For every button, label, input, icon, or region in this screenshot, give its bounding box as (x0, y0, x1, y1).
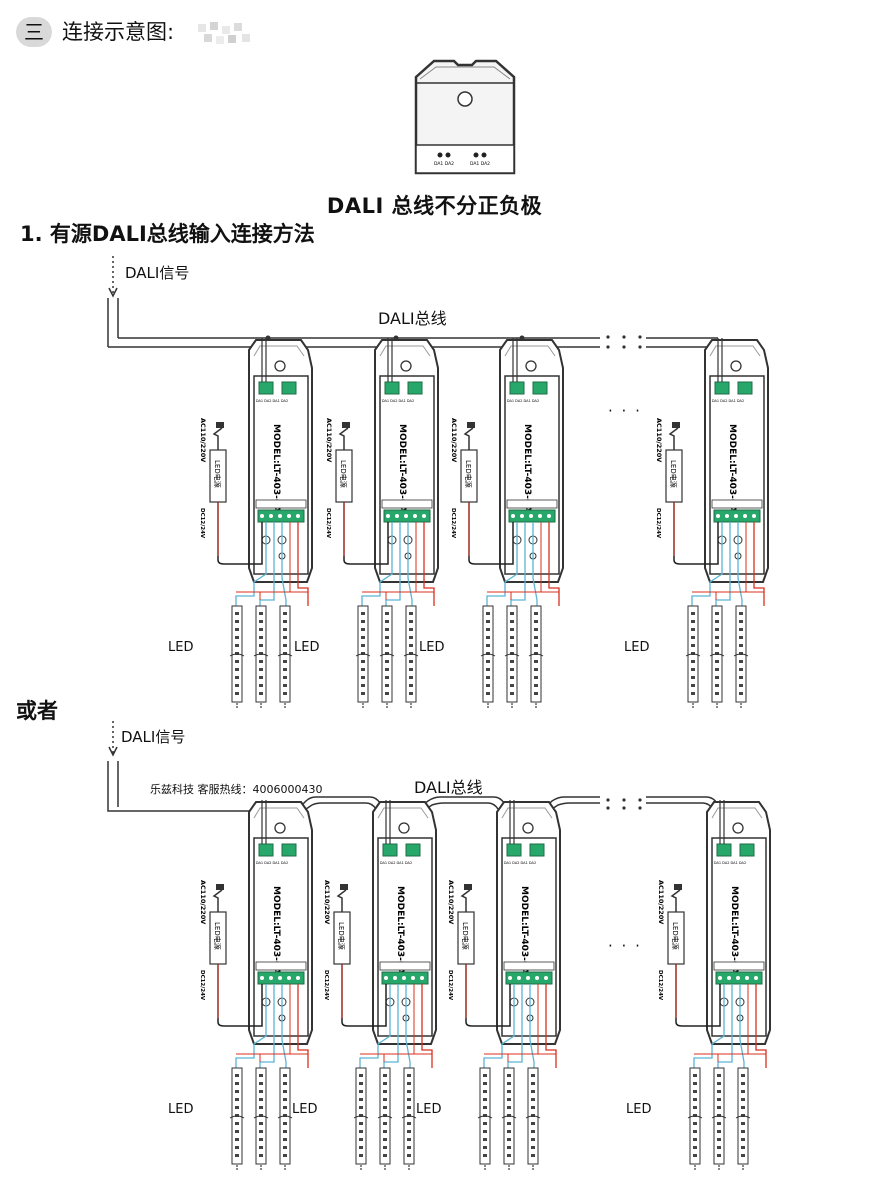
ac-input-label: AC110/220V (655, 418, 663, 462)
bus-continuation-dots-1 (606, 335, 642, 349)
svg-text:DA1 DA2: DA1 DA2 (470, 161, 490, 167)
ac-input-label: AC110/220V (199, 418, 207, 462)
section-title: 连接示意图: (62, 20, 175, 44)
bus-continuation-dots-2 (606, 798, 642, 810)
led-label: LED (294, 640, 320, 655)
module-model-label: MODEL:LT-403-6A (397, 424, 407, 512)
blurred-mosaic (196, 20, 254, 48)
svg-text:DA1 DA2: DA1 DA2 (434, 161, 454, 167)
module-model-label: MODEL:LT-403-6A (727, 424, 737, 512)
dali-module-unit: DA1 DA2 DA1 DA2 MODEL:LT-403-6A LED电源 AC… (416, 800, 594, 1170)
psu-label: LED电源 (461, 922, 470, 950)
section-number-badge: 三 (16, 17, 52, 47)
module-drawing: DA1 DA2 DA1 DA2 MODEL:LT-403-6A LED电源 AC… (447, 800, 561, 1170)
dali-module-unit: DA1 DA2 DA1 DA2 MODEL:LT-403-6A LED电源 AC… (168, 800, 346, 1170)
module-model-label: MODEL:LT-403-6A (522, 424, 532, 512)
svg-text:DA1 DA2 DA1 DA2: DA1 DA2 DA1 DA2 (382, 399, 414, 403)
module-drawing: DA1 DA2 DA1 DA2 MODEL:LT-403-6A LED电源 AC… (199, 800, 313, 1170)
led-label: LED (168, 1102, 194, 1117)
top-caption: DALI 总线不分正负极 (326, 194, 543, 218)
module-drawing: DA1 DA2 DA1 DA2 MODEL:LT-403-6A LED电源 AC… (657, 800, 771, 1170)
dali-module-unit: DA1 DA2 DA1 DA2 MODEL:LT-403-6A LED电源 AC… (624, 338, 802, 708)
svg-text:DA1 DA2 DA1 DA2: DA1 DA2 DA1 DA2 (504, 861, 536, 865)
ac-input-label: AC110/220V (325, 418, 333, 462)
ac-input-label: AC110/220V (323, 880, 331, 924)
modules-ellipsis-1: · · · (608, 402, 642, 420)
psu-label: LED电源 (464, 460, 473, 488)
module-drawing: DA1 DA2 DA1 DA2 MODEL:LT-403-6A LED电源 AC… (655, 338, 769, 708)
led-label: LED (168, 640, 194, 655)
psu-label: LED电源 (669, 460, 678, 488)
psu-label: LED电源 (337, 922, 346, 950)
dali-module-unit: DA1 DA2 DA1 DA2 MODEL:LT-403-6A LED电源 AC… (294, 338, 472, 708)
dali-module-unit: DA1 DA2 DA1 DA2 MODEL:LT-403-6A LED电源 AC… (626, 800, 804, 1170)
svg-text:DA1 DA2 DA1 DA2: DA1 DA2 DA1 DA2 (712, 399, 744, 403)
dc-output-label: DC12/24V (450, 508, 456, 539)
ac-input-label: AC110/220V (199, 880, 207, 924)
module-model-label: MODEL:LT-403-6A (729, 886, 739, 974)
modules-ellipsis-2: · · · (608, 937, 642, 955)
dc-output-label: DC12/24V (199, 508, 205, 539)
dali-module-unit: DA1 DA2 DA1 DA2 MODEL:LT-403-6A LED电源 AC… (168, 338, 346, 708)
svg-text:DA1 DA2 DA1 DA2: DA1 DA2 DA1 DA2 (256, 861, 288, 865)
module-drawing: DA1 DA2 DA1 DA2 MODEL:LT-403-6A LED电源 AC… (199, 338, 313, 708)
hotline-text: 乐兹科技 客服热线：4006000430 (150, 783, 323, 796)
dc-output-label: DC12/24V (655, 508, 661, 539)
svg-text:DA1 DA2 DA1 DA2: DA1 DA2 DA1 DA2 (380, 861, 412, 865)
section1-bus-label: DALI总线 (378, 309, 447, 328)
psu-label: LED电源 (339, 460, 348, 488)
ac-input-label: AC110/220V (450, 418, 458, 462)
psu-label: LED电源 (671, 922, 680, 950)
led-label: LED (624, 640, 650, 655)
led-label: LED (292, 1102, 318, 1117)
svg-text:DA1 DA2 DA1 DA2: DA1 DA2 DA1 DA2 (507, 399, 539, 403)
led-label: LED (626, 1102, 652, 1117)
module-model-label: MODEL:LT-403-6A (271, 424, 281, 512)
dc-output-label: DC12/24V (323, 970, 329, 1001)
ac-input-label: AC110/220V (657, 880, 665, 924)
led-label: LED (419, 640, 445, 655)
psu-label: LED电源 (213, 922, 222, 950)
module-drawing: DA1 DA2 DA1 DA2 MODEL:LT-403-6A LED电源 AC… (450, 338, 564, 708)
section2-signal-label: DALI信号 (121, 728, 186, 746)
svg-text:DA1 DA2 DA1 DA2: DA1 DA2 DA1 DA2 (256, 399, 288, 403)
dc-output-label: DC12/24V (447, 970, 453, 1001)
section2-bus-label: DALI总线 (414, 778, 483, 797)
svg-text:DA1 DA2 DA1 DA2: DA1 DA2 DA1 DA2 (714, 861, 746, 865)
dc-output-label: DC12/24V (657, 970, 663, 1001)
section1-signal-label: DALI信号 (125, 264, 190, 282)
dali-module-unit: DA1 DA2 DA1 DA2 MODEL:LT-403-6A LED电源 AC… (292, 800, 470, 1170)
dc-output-label: DC12/24V (325, 508, 331, 539)
section1-title: 1. 有源DALI总线输入连接方法 (20, 222, 315, 246)
module-model-label: MODEL:LT-403-6A (395, 886, 405, 974)
dali-module-unit: DA1 DA2 DA1 DA2 MODEL:LT-403-6A LED电源 AC… (419, 338, 597, 708)
module-model-label: MODEL:LT-403-6A (519, 886, 529, 974)
ac-input-label: AC110/220V (447, 880, 455, 924)
led-label: LED (416, 1102, 442, 1117)
module-model-label: MODEL:LT-403-6A (271, 886, 281, 974)
psu-label: LED电源 (213, 460, 222, 488)
module-drawing: DA1 DA2 DA1 DA2 MODEL:LT-403-6A LED电源 AC… (323, 800, 437, 1170)
module-drawing: DA1 DA2 DA1 DA2 MODEL:LT-403-6A LED电源 AC… (325, 338, 439, 708)
dc-output-label: DC12/24V (199, 970, 205, 1001)
section2-title: 或者 (16, 699, 58, 723)
dali-device-front-view: DA1 DA2 DA1 DA2 (414, 59, 516, 175)
